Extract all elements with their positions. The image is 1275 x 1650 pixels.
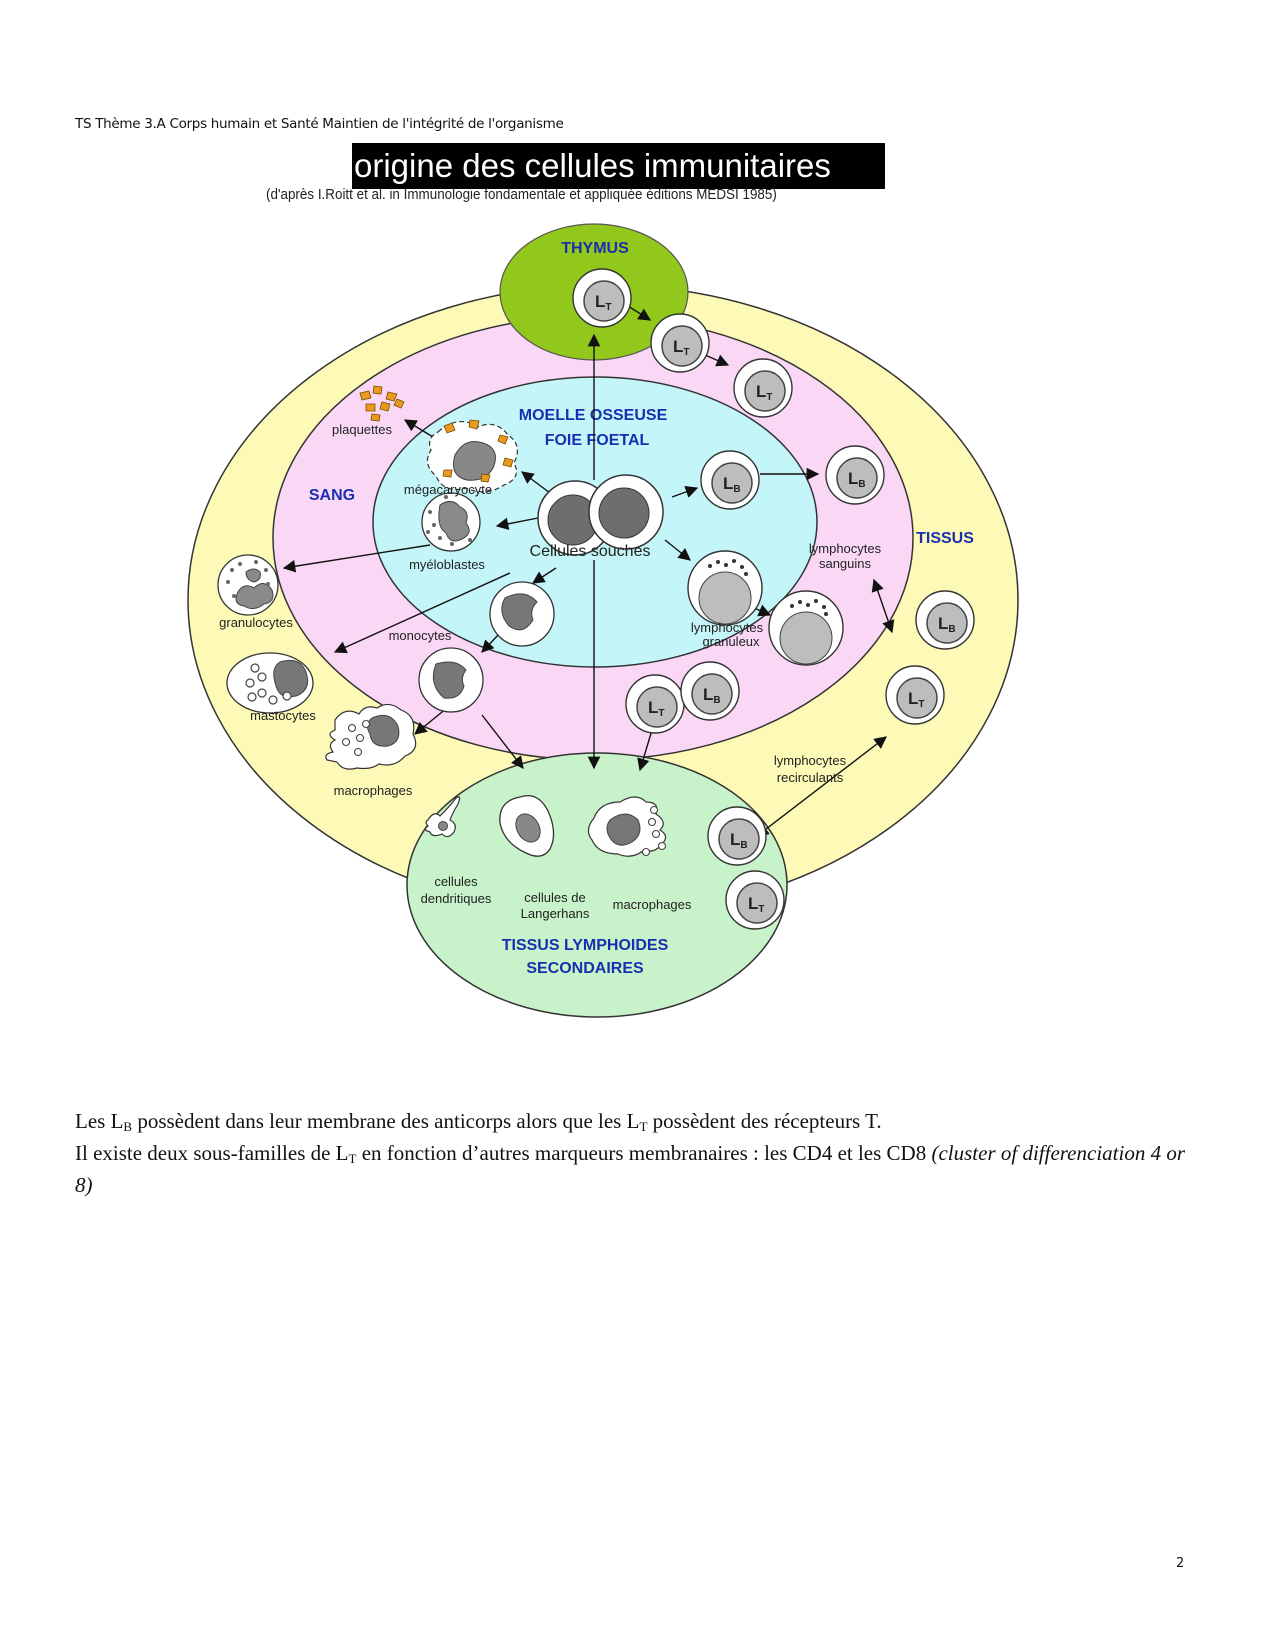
lymphocyte-t-cell: LT (733, 358, 793, 418)
arrow-to-lb (671, 485, 699, 498)
label-langerhans-2: Langerhans (521, 906, 590, 921)
label-monocytes: monocytes (389, 628, 452, 643)
label-cellules-dendritiques-1: cellules (434, 874, 478, 889)
arrow-to-macrophage (414, 707, 448, 735)
figure-title: origine des cellules immunitaires (352, 143, 885, 189)
arrow-to-megakaryocyte (520, 471, 551, 494)
immune-cell-origin-diagram: THYMUS MOELLE OSSEUSE FOIE FOETAL SANG T… (187, 223, 1019, 1018)
lymphocyte-t-cell: LT (572, 268, 632, 328)
lymphoid-label-2: SECONDAIRES (526, 960, 644, 977)
label-mastocytes: mastocytes (250, 708, 316, 723)
arrow-to-myeloblasts (495, 517, 539, 531)
figure-source: (d'après I.Roitt et al. in Immunologie f… (266, 187, 777, 203)
tissue-label: TISSUS (916, 530, 974, 547)
subscript-b: B (123, 1119, 133, 1134)
label-plaquettes: plaquettes (332, 422, 392, 437)
arrow-thymus-lt (627, 305, 652, 321)
myeloblast (421, 492, 481, 552)
subscript-t: T (348, 1151, 357, 1166)
arrow-to-monoblast (531, 567, 557, 584)
label-granulocytes: granulocytes (219, 615, 293, 630)
arrow-to-granulocytes (282, 544, 431, 573)
platelets (359, 385, 405, 422)
monocyte (418, 647, 484, 713)
macrophage-tissue (325, 703, 417, 770)
granulocyte (217, 554, 279, 616)
label-lymphocytes-recirculants-2: recirculants (777, 770, 844, 785)
label-megacaryocyte: mégacaryocyte (404, 482, 492, 497)
label-lymphocytes-recirculants-1: lymphocytes (774, 753, 847, 768)
label-lymphocytes-sanguins-1: lymphocytes (809, 541, 882, 556)
label-macrophages-tissue: macrophages (334, 783, 413, 798)
label-lymphocytes-sanguins-2: sanguins (819, 556, 872, 571)
page-number: 2 (1176, 1556, 1185, 1571)
lymphocyte-t-cell: LT (650, 313, 710, 373)
megakaryocyte (426, 419, 518, 493)
blood-label: SANG (309, 487, 355, 504)
lymphocyte-b-cell: LB (825, 445, 885, 505)
text-run: possèdent dans leur membrane des anticor… (132, 1109, 640, 1133)
megakaryocyte-nucleus (453, 441, 496, 481)
granular-lymphocyte-marrow (687, 550, 763, 626)
label-lymphocytes-granuleux-1: lymphocytes (691, 620, 764, 635)
macrophage-lymphoid (587, 796, 667, 857)
label-langerhans-1: cellules de (524, 890, 585, 905)
lymphocyte-t-cell: LT (725, 870, 785, 930)
lymphocyte-t-cell: LT (625, 674, 685, 734)
monoblast (489, 581, 555, 647)
lymphocyte-b-cell: LB (680, 661, 740, 721)
lymphocyte-t-cell: LT (885, 665, 945, 725)
text-run: possèdent des récepteurs T. (647, 1109, 882, 1133)
arrow-recirculation (756, 736, 887, 837)
stem-cell-right-nucleus (598, 487, 650, 539)
text-run: Il existe deux sous-familles de L (75, 1141, 349, 1165)
label-lymphocytes-granuleux-2: granuleux (702, 634, 760, 649)
arrows (282, 305, 895, 837)
text-run: en fonction d’autres marqueurs membranai… (356, 1141, 932, 1165)
arrow-to-granular-lymphocyte (664, 539, 691, 561)
langerhans-cell (499, 794, 555, 857)
lymphocyte-b-cell: LB (707, 806, 767, 866)
label-cellules-dendritiques-2: dendritiques (421, 891, 492, 906)
marrow-label-2: FOIE FOETAL (545, 432, 650, 449)
granular-lymphocyte-blood (768, 590, 844, 666)
label-cellules-souches: Cellules souches (530, 543, 651, 560)
lymphocyte-b-cell: LB (700, 450, 760, 510)
arrow-monocyte-lymphoid (481, 714, 524, 769)
page-header: TS Thème 3.A Corps humain et Santé Maint… (75, 116, 564, 132)
dendritic-cell (424, 796, 461, 838)
lymphoid-label-1: TISSUS LYMPHOIDES (502, 937, 669, 954)
body-paragraph-1: Les LB possèdent dans leur membrane des … (75, 1108, 1205, 1140)
text-run: Les L (75, 1109, 124, 1133)
body-text: Les LB possèdent dans leur membrane des … (75, 1108, 1205, 1199)
italic-note: (cluster of differenciation 4 or 8) (75, 1141, 1186, 1197)
label-macrophages-lymphoid: macrophages (613, 897, 692, 912)
arrow-blood-tissue (871, 578, 895, 634)
marrow-label-1: MOELLE OSSEUSE (519, 407, 668, 424)
mastocyte (226, 652, 314, 714)
subscript-t: T (639, 1119, 648, 1134)
lymphocyte-b-cell: LB (915, 590, 975, 650)
arrow-to-mastocytes (333, 572, 511, 654)
arrow-lt-lt (704, 354, 730, 367)
stem-cells (537, 474, 664, 556)
label-myeloblastes: myéloblastes (409, 557, 485, 572)
thymus-label: THYMUS (561, 240, 629, 257)
body-paragraph-2: Il existe deux sous-familles de LT en fo… (75, 1140, 1205, 1199)
